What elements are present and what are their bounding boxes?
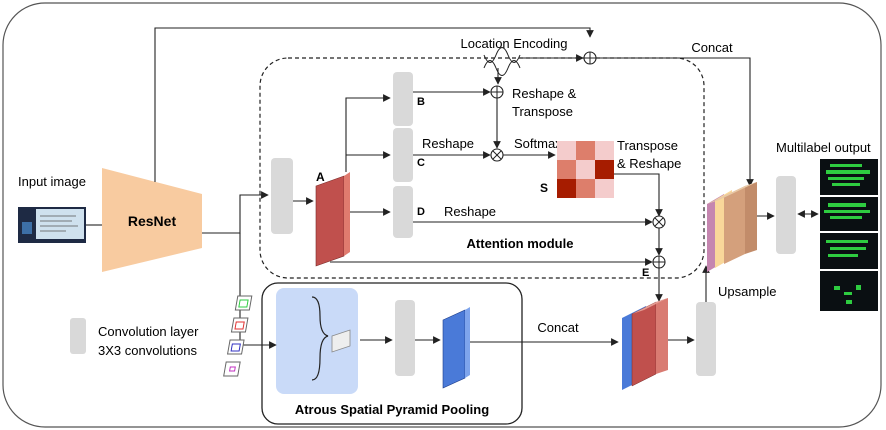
concat-bottom-feature: [622, 298, 668, 390]
sum-e-icon: [652, 255, 666, 269]
attention-conv-layer: [271, 158, 293, 234]
reshape-transpose-label-1: Reshape &: [512, 86, 577, 101]
label-a: A: [316, 170, 325, 184]
final-concat-feature: [707, 182, 757, 272]
resnet-label: ResNet: [128, 213, 177, 229]
upsample-label: Upsample: [718, 284, 777, 299]
location-encoding-label: Location Encoding: [461, 36, 568, 51]
conv-c: [393, 128, 413, 182]
aspp-brace-icon: [311, 296, 329, 381]
aspp-label: Atrous Spatial Pyramid Pooling: [295, 402, 489, 417]
concat-top-arrow: [596, 57, 754, 187]
softmax-cell: [557, 160, 576, 179]
softmax-cell: [595, 160, 614, 179]
resnet-to-attention-arrow: [202, 191, 269, 234]
softmax-cell: [557, 179, 576, 198]
label-s: S: [540, 181, 548, 195]
location-encoding-wave-icon: [483, 47, 521, 63]
aspp-conv-layer: [395, 300, 415, 376]
multiply-d-icon: [652, 215, 666, 229]
legend-conv-swatch: [70, 318, 86, 354]
softmax-label: Softmax: [514, 136, 562, 151]
multiply-c-icon: [490, 148, 504, 162]
sum-top-icon: [583, 51, 597, 65]
aspp-blue-feature: [442, 307, 470, 389]
transpose-reshape-label-1: Transpose: [617, 138, 678, 153]
aspp-outer-box: [261, 282, 523, 425]
skip-connection-line: [154, 27, 594, 182]
legend-line-1: Convolution layer: [98, 324, 199, 339]
transpose-reshape-label-2: & Reshape: [617, 156, 681, 171]
conv-b: [393, 72, 413, 126]
aspp-atrous-filters: [223, 295, 253, 377]
input-image: [18, 207, 86, 243]
input-image-label: Input image: [18, 174, 86, 189]
attention-module-label: Attention module: [467, 236, 574, 251]
softmax-cell: [576, 179, 595, 198]
aspp-blue-background: [276, 288, 358, 394]
softmax-cell: [595, 141, 614, 160]
conv-d: [393, 186, 413, 238]
softmax-cell: [576, 141, 595, 160]
final-conv-layer: [776, 176, 796, 254]
softmax-cell: [595, 179, 614, 198]
attention-module-box: [259, 57, 705, 279]
reshape-c-label: Reshape: [422, 136, 474, 151]
reshape-d-label: Reshape: [444, 204, 496, 219]
softmax-cell: [557, 141, 576, 160]
softmax-matrix: [557, 141, 614, 198]
sum-b-icon: [490, 85, 504, 99]
aspp-pooled-feature: [331, 329, 351, 353]
feature-map-a: [315, 172, 350, 267]
multilabel-output-label: Multilabel output: [776, 140, 871, 155]
reshape-transpose-label-2: Transpose: [512, 104, 573, 119]
label-d: D: [417, 206, 425, 218]
multilabel-output-maps: [820, 159, 878, 311]
label-b: B: [417, 96, 425, 108]
resnet-block: [102, 168, 202, 272]
a-to-b-arrow: [345, 94, 391, 172]
bottom-conv-layer: [696, 302, 716, 376]
concat-top-label: Concat: [691, 40, 733, 55]
softmax-to-mult-arrow: [614, 173, 663, 217]
concat-bottom-label: Concat: [537, 320, 579, 335]
softmax-cell: [576, 160, 595, 179]
label-c: C: [417, 157, 425, 169]
label-e: E: [642, 267, 649, 279]
legend-line-2: 3X3 convolutions: [98, 343, 198, 358]
